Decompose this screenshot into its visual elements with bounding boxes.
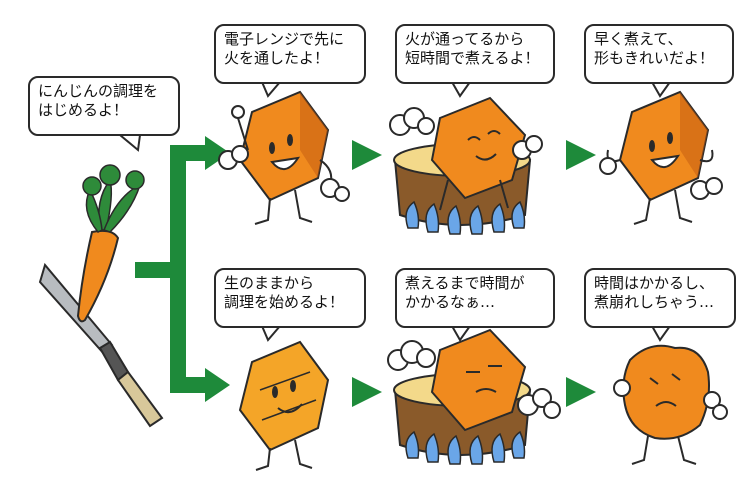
carrot-character-6: [622, 344, 710, 465]
arrow-icon: [352, 140, 596, 407]
bubble-text-line: かかるなぁ…: [405, 293, 496, 311]
bubble-text-line: はじめるよ！: [38, 101, 129, 119]
speech-bubble-bottom-2: 煮えるまで時間が かかるなぁ…: [395, 268, 555, 328]
bubble-text-line: 煮えるまで時間が: [405, 274, 525, 292]
speech-bubble-bottom-1: 生のままから 調理を始めるよ！: [214, 268, 366, 328]
bubble-text-line: 短時間で煮えるよ！: [405, 49, 540, 67]
bubble-text-line: 煮崩れしちゃう…: [594, 293, 715, 311]
speech-bubble-bottom-3: 時間はかかるし、 煮崩れしちゃう…: [584, 268, 736, 328]
bubble-text-line: 調理を始めるよ！: [224, 293, 345, 311]
knife-icon: [38, 262, 164, 428]
bubble-tails: [260, 81, 672, 342]
carrot-character-5: [430, 328, 527, 432]
speech-bubble-top-1: 電子レンジで先に 火を通したよ！: [214, 24, 366, 84]
speech-bubble-top-3: 早く煮えて、 形もきれいだよ！: [584, 24, 734, 84]
carrot-character-4: [238, 340, 330, 471]
carrot-character-1: [231, 90, 333, 225]
branch-arrow-icon: [135, 136, 230, 402]
carrot-character-3: [606, 90, 714, 225]
steam-icon: [387, 340, 561, 419]
bubble-text-line: 火を通したよ！: [224, 49, 330, 67]
bubble-text-line: 生のままから: [224, 274, 315, 292]
flame-icon: [405, 430, 526, 465]
bubble-text-line: 火が通ってるから: [405, 30, 525, 48]
bubble-text-line: 形もきれいだよ！: [594, 49, 715, 67]
carrot-character-2: [430, 96, 527, 211]
steam-icon: [389, 107, 543, 160]
bubble-text-line: 時間はかかるし、: [594, 274, 715, 292]
speech-bubble-top-2: 火が通ってるから 短時間で煮えるよ！: [395, 24, 555, 84]
steam-icon: [613, 379, 728, 420]
bubble-text-line: にんじんの調理を: [38, 82, 159, 100]
bubble-text-line: 早く煮えて、: [594, 30, 683, 48]
flame-icon: [405, 200, 526, 235]
steam-icon: [218, 145, 350, 202]
speech-bubble-start: にんじんの調理を はじめるよ！: [28, 76, 180, 136]
steam-icon: [599, 157, 723, 200]
carrot-icon: [76, 164, 145, 323]
bubble-text-line: 電子レンジで先に: [224, 30, 345, 48]
